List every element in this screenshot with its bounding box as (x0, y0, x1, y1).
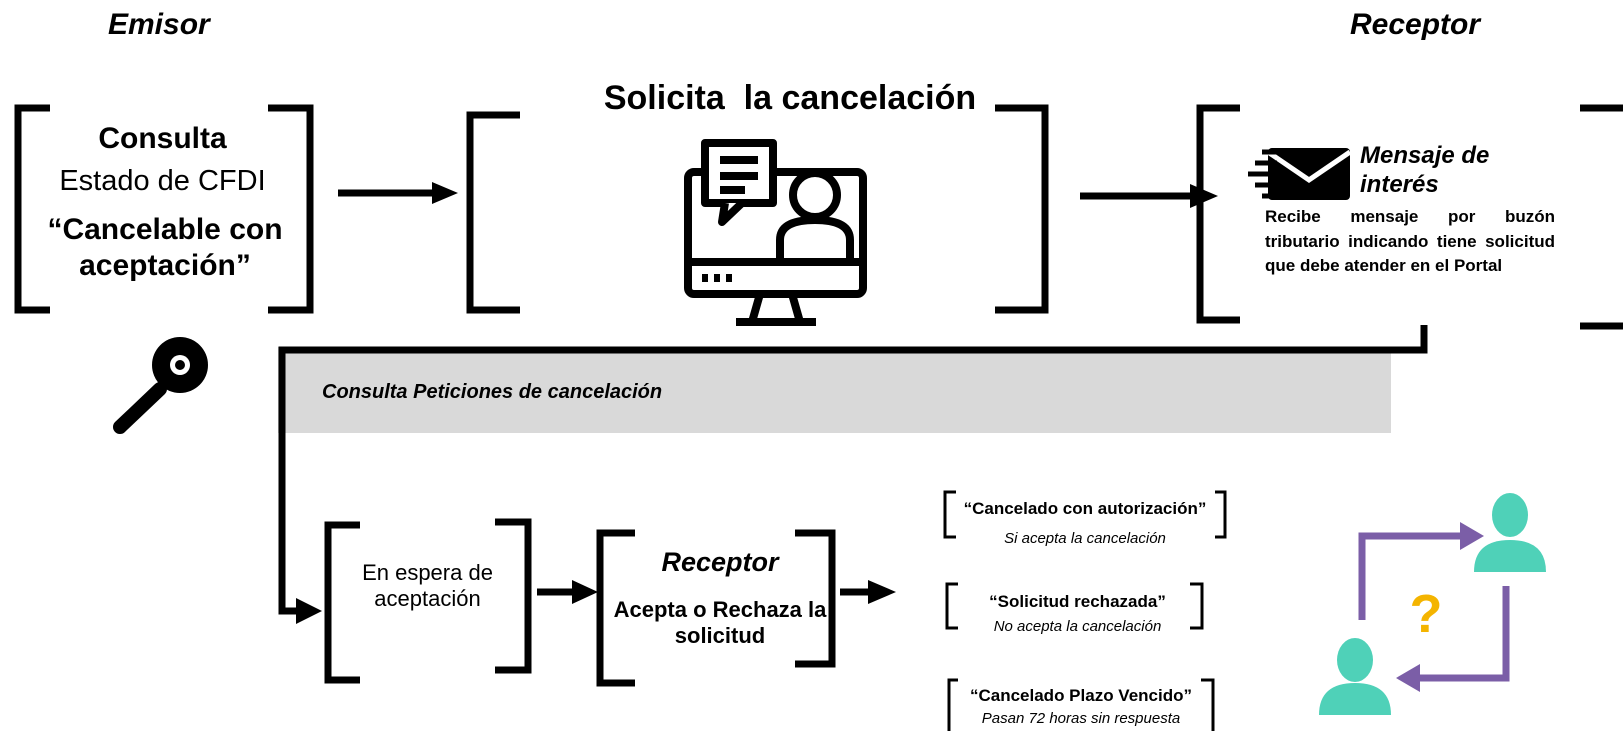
receptor-title: Receptor (1350, 8, 1481, 41)
return-connector (278, 325, 1428, 615)
waiting-label: En espera de aceptación (362, 560, 493, 612)
outcome-note: Si acepta la cancelación (1004, 530, 1166, 547)
emisor-title: Emisor (108, 8, 210, 41)
envelope-fast-icon (1248, 148, 1352, 200)
band-label: Consulta Peticiones de cancelación (322, 381, 663, 403)
step1-subtitle: Estado de CFDI (59, 165, 266, 197)
svg-text:?: ? (1410, 584, 1443, 644)
step1-title: Consulta (98, 122, 227, 155)
step3-title: Mensaje de interés (1360, 142, 1490, 198)
bracket-decision-right (795, 529, 836, 668)
bracket-step3-left (1196, 104, 1240, 324)
outcome-status: “Cancelado con autorización” (963, 499, 1207, 518)
decision-role: Receptor (661, 547, 779, 577)
users-exchange-question-icon: ? (1319, 493, 1546, 715)
bracket-waiting-right (495, 518, 532, 674)
computer-user-chat-icon (684, 139, 867, 326)
step1-status: “Cancelable con aceptación” (47, 213, 283, 282)
bracket-waiting-left (324, 521, 360, 684)
magnifier-icon (113, 337, 208, 434)
arrows (338, 189, 1190, 596)
bracket-decision-left (596, 529, 635, 687)
decision-text: Acepta o Rechaza la solicitud (613, 597, 827, 649)
outcome-note: Pasan 72 horas sin respuesta (981, 710, 1181, 727)
bracket-step2-left (466, 111, 520, 314)
outcome-note: No acepta la cancelación (993, 618, 1162, 635)
step3-body: Recibe mensaje por buzón tributario indi… (1265, 207, 1555, 276)
outcome-brackets (943, 490, 1227, 731)
step2-title: Solicita la cancelación (603, 79, 977, 117)
bracket-step1-right (268, 104, 314, 314)
consulta-peticiones-band (278, 347, 1391, 433)
outcome-status: “Cancelado Plazo Vencido” (969, 686, 1192, 705)
bracket-step2-right (995, 104, 1049, 314)
brackets (14, 104, 1623, 687)
bracket-step1-left (14, 104, 50, 314)
outcome-status: “Solicitud rechazada” (989, 592, 1166, 611)
